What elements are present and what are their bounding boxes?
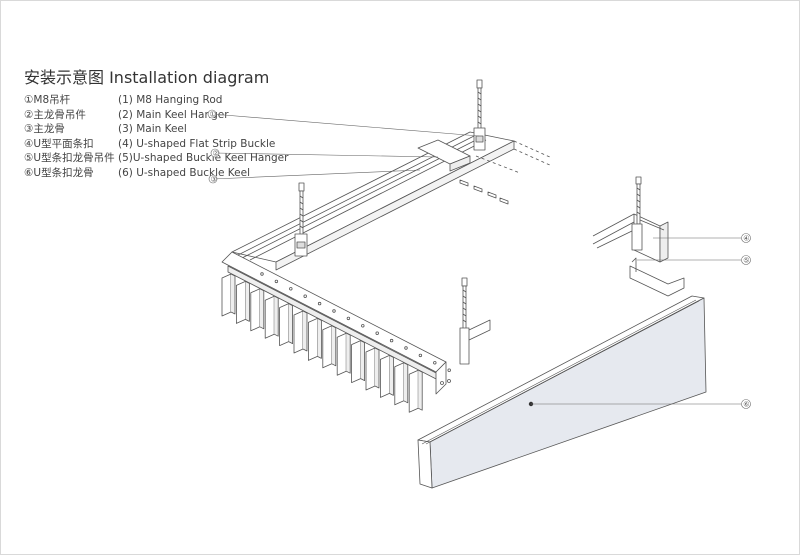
keel-slot [361, 324, 365, 328]
legend-en: (6) U-shaped Buckle Keel [118, 166, 250, 179]
callout-6: ⑥ [741, 399, 751, 409]
strip-panel [293, 310, 304, 354]
svg-text:⑥: ⑥ [743, 401, 749, 409]
strip-panel [308, 318, 318, 361]
legend-cn: ⑥U型条扣龙骨 [24, 166, 94, 179]
strip-panel [279, 303, 289, 346]
strip-panel-side [230, 273, 236, 315]
strip-panel-side [288, 303, 293, 344]
leader-lines [211, 113, 741, 405]
diagram-title: 安装示意图 Installation diagram [24, 68, 270, 87]
hanging-rod-2 [294, 182, 308, 257]
keel-slot [332, 309, 336, 313]
right-detail-assembly [592, 176, 685, 297]
strip-panel [336, 332, 347, 376]
strip-panel-side [331, 325, 337, 367]
strip-panels [221, 272, 451, 413]
hanging-rod-1 [473, 79, 486, 151]
legend-cn: ④U型平面条扣 [24, 137, 94, 150]
keel-slot [289, 287, 293, 291]
legend-en: (2) Main Keel Hanger [118, 108, 229, 121]
keel-slot [389, 338, 394, 343]
hanging-rod-3 [459, 277, 491, 365]
strip-panel [221, 273, 232, 317]
keel-slot [303, 294, 307, 298]
strip-panel [394, 362, 405, 406]
svg-text:③: ③ [211, 176, 217, 184]
strip-panel-side [302, 310, 308, 352]
keel-slot [346, 316, 351, 321]
legend-cn: ⑤U型条扣龙骨吊件 [24, 152, 115, 165]
svg-text:②: ② [213, 150, 219, 158]
strip-panel [236, 281, 246, 324]
keel-slot [274, 279, 279, 284]
strip-panel-side [245, 281, 250, 322]
svg-text:④: ④ [743, 235, 749, 243]
legend-cn: ③主龙骨 [24, 123, 65, 136]
keel-slot [433, 361, 437, 365]
keel-slot [260, 272, 264, 276]
strip-panel-side [259, 288, 265, 330]
keel-slot [404, 346, 408, 350]
callout-3: ③ [208, 174, 218, 184]
callout-5: ⑤ [741, 255, 751, 265]
keel-slot [418, 353, 423, 358]
legend-en: (3) Main Keel [118, 123, 187, 136]
strip-panel-side [317, 318, 322, 359]
strip-panel-side [418, 369, 423, 411]
strip-panel-side [389, 355, 394, 396]
strip-panel [380, 355, 390, 398]
strip-bank-end [435, 361, 451, 395]
strip-panel [408, 369, 419, 413]
keel-slot [447, 368, 451, 372]
strip-panel-side [360, 340, 365, 381]
keel-slot [375, 331, 379, 335]
strip-panel-side [346, 332, 351, 374]
strip-panel [264, 295, 275, 339]
callout-1: ① [207, 109, 217, 119]
strip-panel [351, 340, 361, 383]
callout-2: ② [210, 148, 220, 158]
strip-panel-side [274, 295, 279, 337]
svg-text:①: ① [210, 111, 216, 119]
strip-panel [365, 347, 376, 391]
callout-4: ④ [741, 233, 751, 243]
main-keel-crosspiece [417, 139, 471, 172]
svg-text:⑤: ⑤ [743, 257, 749, 265]
strip-panel-side [374, 347, 380, 389]
legend-en: (4) U-shaped Flat Strip Buckle [118, 137, 276, 150]
u-shaped-buckle-keel [417, 295, 707, 489]
legend-cn: ①M8吊杆 [24, 94, 71, 106]
loose-clips [459, 179, 509, 205]
strip-panel [250, 288, 261, 332]
legend-en: (5)U-shaped Buckle Keel Hanger [118, 152, 289, 165]
legend-en: (1) M8 Hanging Rod [118, 94, 223, 106]
keel-slot [317, 301, 322, 306]
legend-cn: ②主龙骨吊件 [24, 108, 86, 121]
strip-panel [322, 325, 333, 369]
strip-panel-side [403, 362, 409, 404]
